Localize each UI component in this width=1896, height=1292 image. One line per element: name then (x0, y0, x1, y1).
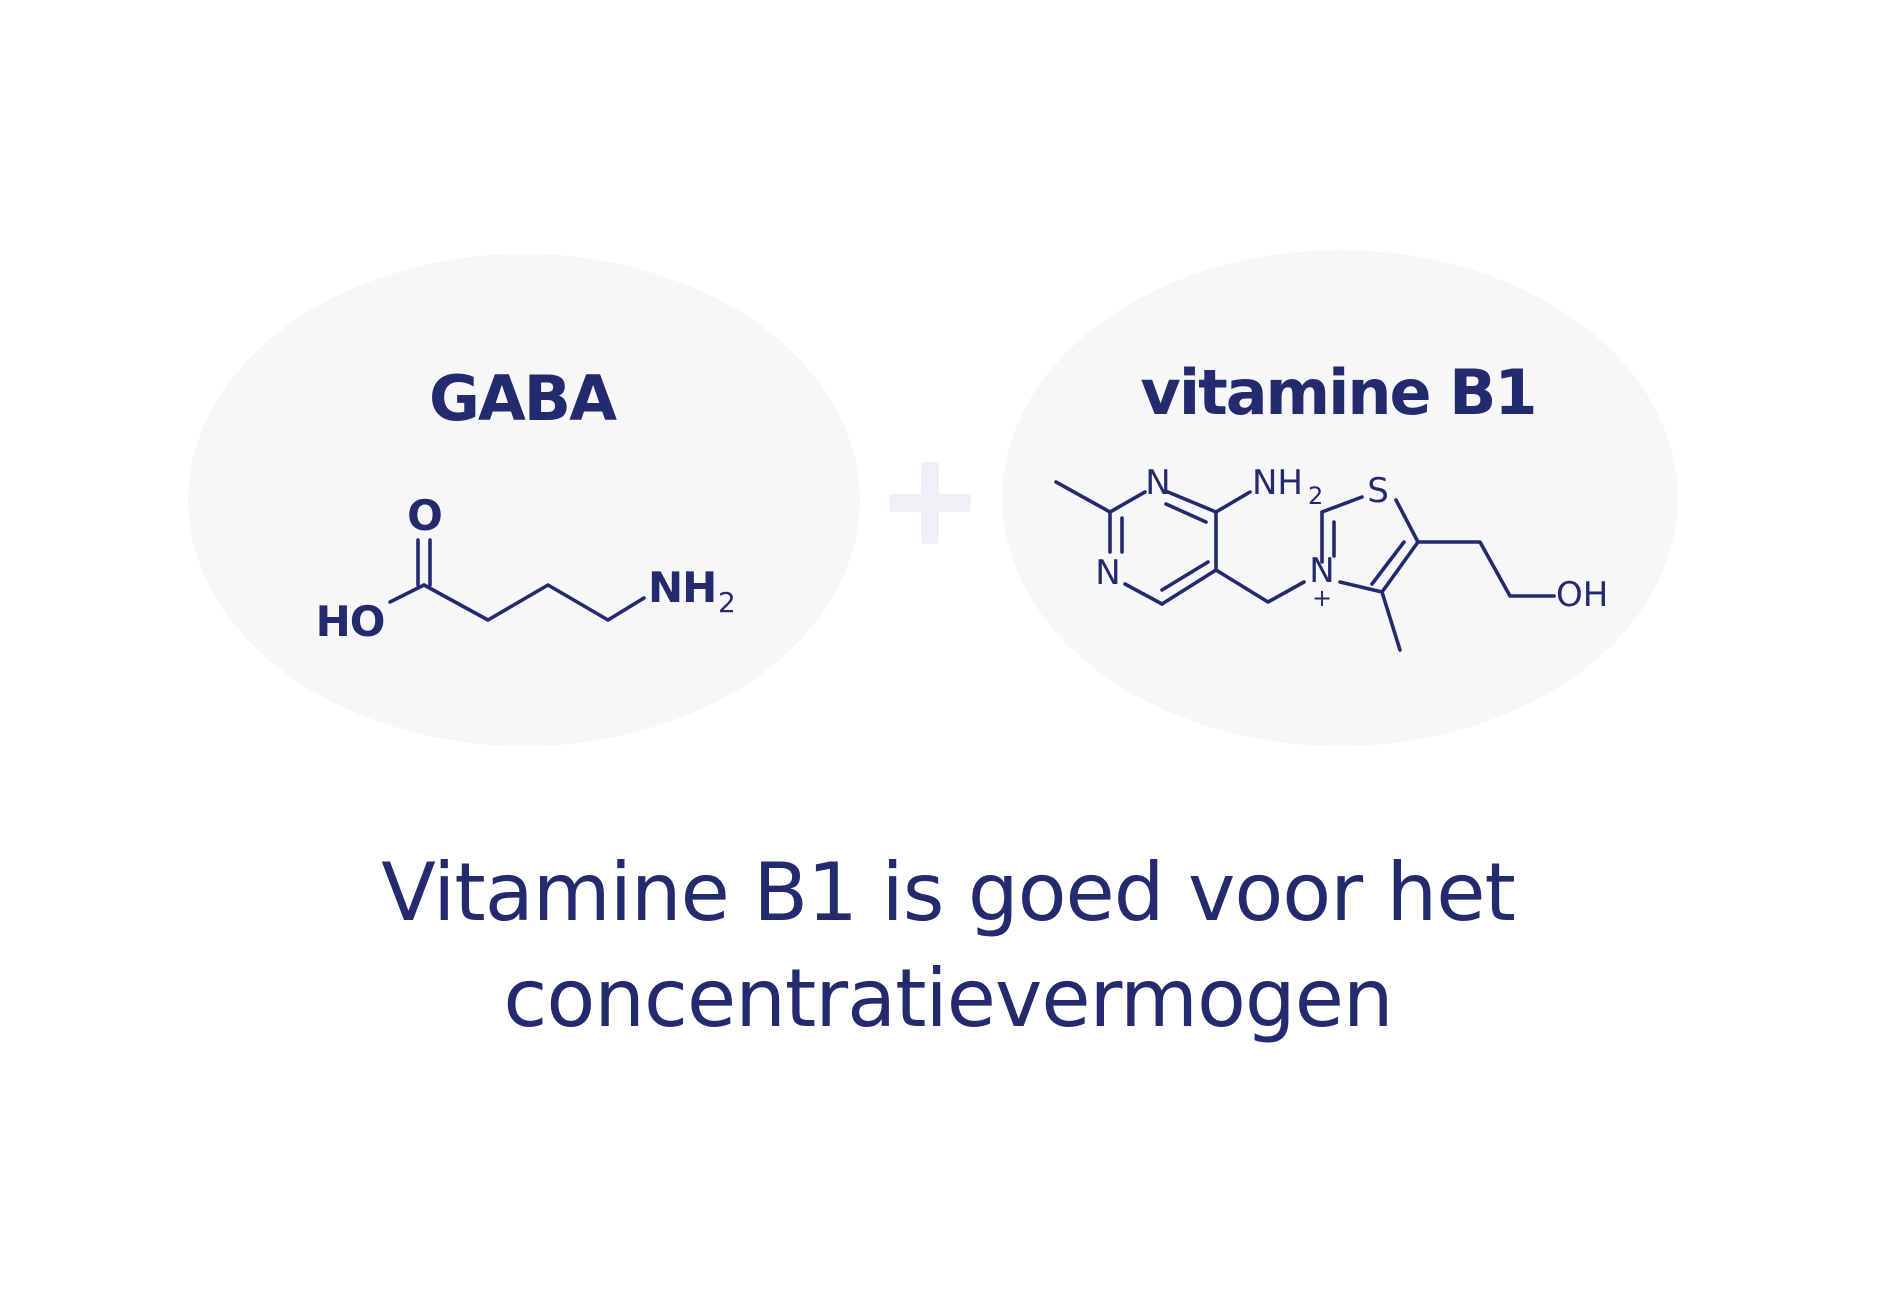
vitamin-b1-amine-label: NH (1252, 463, 1303, 503)
caption-line-1: Vitamine B1 is goed voor het (381, 846, 1516, 939)
vitamin-b1-charge-label: + (1312, 584, 1332, 612)
gaba-bubble (188, 254, 860, 746)
plus-icon (889, 462, 971, 544)
vitamin-b1-bubble (1002, 250, 1678, 746)
gaba-structure (388, 538, 646, 622)
gaba-amine-subscript: 2 (718, 586, 736, 619)
vitamin-b1-ring-n-bottom-label: N (1095, 553, 1120, 593)
vitamin-b1-amine-subscript: 2 (1308, 482, 1323, 510)
vitamin-b1-sulfur-label: S (1367, 471, 1389, 511)
gaba-amine-label: NH (648, 563, 716, 612)
gaba-oxygen-label: O (407, 491, 443, 540)
vitamin-b1-ring-n-top-label: N (1145, 463, 1170, 503)
caption-line-2: concentratievermogen (503, 952, 1393, 1045)
gaba-hydroxyl-label: HO (316, 597, 385, 646)
caption: Vitamine B1 is goed voor het concentrati… (0, 840, 1896, 1052)
vitamin-b1-title: vitamine B1 (1140, 356, 1535, 429)
vitamin-b1-hydroxyl-label: OH (1556, 575, 1608, 615)
gaba-title: GABA (429, 362, 617, 435)
vitamin-b1-thiazolium-n-label: N (1309, 551, 1334, 591)
vitamin-b1-structure (1054, 480, 1556, 652)
